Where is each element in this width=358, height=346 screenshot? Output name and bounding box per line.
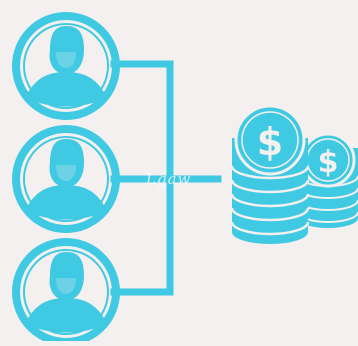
- person-icon: [12, 125, 120, 233]
- person-icon: [12, 12, 120, 120]
- coin-stacks-icon: $ $: [230, 104, 358, 244]
- bracket-connector: [110, 60, 222, 296]
- dollar-symbol: $: [318, 145, 339, 180]
- watermark-text: Lgaw: [146, 170, 192, 188]
- person-icon: [12, 238, 120, 346]
- coin-stack-front: $: [230, 104, 310, 244]
- dollar-symbol: $: [257, 120, 283, 164]
